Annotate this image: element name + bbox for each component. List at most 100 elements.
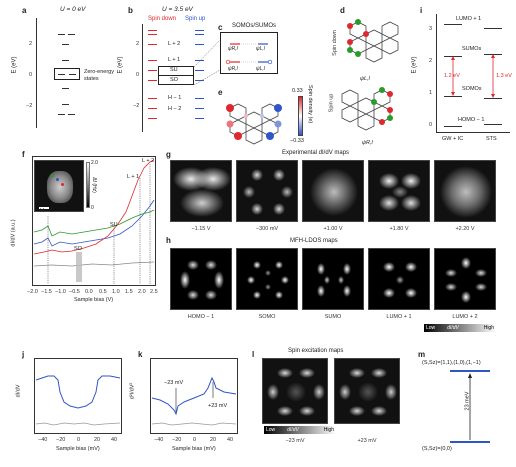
map-label: +2.20 V: [455, 226, 475, 232]
panel-f-xtick: −0.5: [69, 289, 80, 295]
psi-top-label: ψL,l: [360, 76, 370, 82]
spin-down-level: [148, 60, 157, 62]
spin-down-level: [148, 30, 157, 32]
spin-density-molecule: [226, 103, 282, 145]
map-label: −23 mV: [285, 438, 305, 444]
panel-b-ytick: 0: [136, 72, 140, 78]
panel-k-xtick: 0: [193, 437, 197, 443]
energy-level: [62, 60, 69, 62]
panel-label-b: b: [128, 6, 133, 15]
panel-f-frame: [32, 156, 156, 286]
exp-map: [236, 160, 298, 222]
excitation-arrow: [468, 373, 472, 440]
upper-state-label: (S,Sz)=(1,1),(1,0),(1,−1): [422, 360, 481, 366]
afm-inset: [34, 160, 84, 212]
level-label: SOMOs: [462, 86, 482, 92]
didv-spectrum: [35, 375, 121, 426]
annotation-neg: −23 mV: [164, 380, 184, 386]
level-label: SU: [170, 67, 178, 73]
panel-label-i: i: [420, 6, 423, 15]
scale-high: High: [483, 325, 494, 331]
ldos-map: [434, 248, 496, 310]
gap-gw-label: 1.2 eV: [444, 73, 460, 79]
map-label: SUMO: [324, 314, 342, 320]
panel-f-xtick: 2.0: [138, 289, 146, 295]
panel-i-yaxis: [436, 14, 437, 132]
panel-i-ytick: 0: [429, 122, 433, 128]
psi-label: ψL,l: [256, 46, 265, 52]
spin-down-label: Spin down: [331, 30, 338, 56]
panel-i-ytick: 2: [429, 58, 433, 64]
ldos-map: [302, 248, 364, 310]
singlet-level: [450, 441, 490, 443]
excitation-energy-label: 23 meV: [464, 391, 471, 411]
energy-level: [62, 44, 69, 46]
panel-b-ytick: 2: [136, 41, 140, 47]
panel-i-xlabel: STS: [486, 136, 497, 142]
panel-k-xtick: 20: [210, 437, 217, 443]
spin-up-level: [195, 118, 204, 120]
sts-level: [484, 124, 502, 126]
ldos-map: [236, 248, 298, 310]
panel-label-h: h: [166, 236, 171, 245]
panel-i-ytick: 3: [429, 26, 433, 32]
spin-up-level: [195, 60, 204, 62]
gap-sts-label: 1.3 eV: [496, 73, 512, 79]
exp-map: [302, 160, 364, 222]
intensity-scale-bar: Low dI/dV High: [264, 426, 336, 434]
panel-k-xtick: −40: [154, 437, 164, 443]
scale-low: Low: [266, 427, 276, 433]
panel-j-xtick: −20: [56, 437, 66, 443]
spin-down-level: [148, 108, 157, 110]
map-label: −1.15 V: [191, 226, 211, 232]
energy-level: [69, 74, 76, 76]
panel-label-e: e: [218, 88, 223, 97]
spin-up-level: [195, 108, 204, 110]
panel-j-xtick: 0: [77, 437, 81, 443]
afm-colorbar: [86, 162, 90, 208]
panel-j-ylabel: dI/dV: [15, 384, 22, 398]
exp-map: [170, 160, 232, 222]
psi-label: ψR,l: [228, 66, 238, 72]
energy-level: [62, 104, 69, 106]
panel-i-ytick: 1: [429, 90, 433, 96]
spin-down-level: [148, 70, 157, 72]
annotation-pos: +23 mV: [208, 403, 228, 409]
gw-level: [444, 24, 462, 26]
panel-j-xlabel: Sample bias (mV): [56, 446, 100, 452]
panel-a-ytick: 2: [29, 41, 33, 47]
panel-j-xtick: 20: [94, 437, 101, 443]
tip-position-red: [61, 183, 64, 186]
map-label: LUMO + 1: [386, 314, 412, 320]
panel-h-title: MFH-LDOS maps: [290, 238, 338, 244]
panel-b-ytick: −2: [133, 103, 140, 109]
panel-a-yaxis: [36, 18, 37, 128]
panel-label-f: f: [22, 150, 25, 159]
map-label: +23 mV: [357, 438, 377, 444]
map-label: HOMO − 1: [187, 314, 215, 320]
panel-f-xtick: −1.5: [41, 289, 52, 295]
map-label: +1.00 V: [323, 226, 343, 232]
panel-f-xtick: 1.0: [112, 289, 120, 295]
panel-i-xaxis: [436, 132, 510, 133]
panel-f-ylabel: dI/dV (a.u.): [10, 219, 17, 247]
spin-down-level: [148, 34, 157, 36]
marker-label: SU: [110, 222, 118, 228]
scale-low: Low: [426, 325, 436, 331]
spin-excitation-map: [334, 358, 400, 424]
colorbar-min: −0.33: [290, 138, 304, 144]
spin-up-level: [195, 30, 204, 32]
panel-j-xtick: −40: [38, 437, 48, 443]
panel-label-l: l: [252, 350, 255, 359]
panel-label-j: j: [22, 350, 25, 359]
zoom-lines: [193, 39, 221, 86]
legend-spin-up: Spin up: [185, 16, 206, 22]
level-label: H − 1: [168, 95, 182, 101]
d2idv2-spectrum: [151, 376, 237, 426]
zero-energy-label: Zero-energy states: [84, 69, 114, 82]
tip-position-green: [51, 174, 54, 177]
scale-mid: dI/dV: [447, 325, 459, 331]
panel-f-xtick: 1.5: [125, 289, 133, 295]
panel-f-xtick: −2.0: [27, 289, 38, 295]
spin-up-level: [195, 34, 204, 36]
